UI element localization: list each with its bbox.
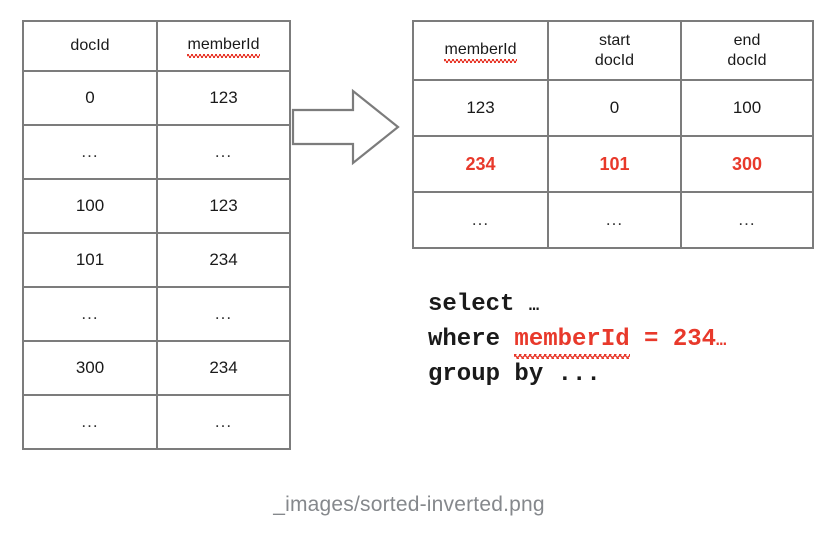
column-header-docid-label: docId [70,37,110,54]
cell-memberid: 123 [412,79,549,137]
table-row: 101 234 [22,232,291,288]
column-header-memberid-label: memberId [444,40,517,63]
cell-memberid: ... [156,124,291,180]
cell-docid: ... [22,286,158,342]
cell-end-docid: 300 [680,135,814,193]
sql-where-ellipsis: … [716,332,727,351]
sql-query-snippet: select … where memberId = 234… group by … [428,288,726,391]
column-header-memberid: memberId [412,20,549,81]
sql-predicate-field: memberId [514,323,630,359]
cell-memberid: 234 [156,232,291,288]
cell-memberid: 234 [156,340,291,396]
sql-keyword-where: where [428,326,501,353]
cell-start-docid: 101 [547,135,682,193]
cell-docid: ... [22,394,158,450]
cell-memberid: 123 [156,70,291,126]
table-row: ... ... [22,394,291,450]
table-row: 123 0 100 [412,79,814,137]
index-table-body: memberId start docId end docId 123 0 100… [412,20,814,249]
table-row: ... ... ... [412,191,814,249]
cell-start-docid: ... [547,191,682,249]
source-table: docId memberId 0 123 ... ... 100 123 101… [22,20,291,450]
source-table-body: docId memberId 0 123 ... ... 100 123 101… [22,20,291,450]
table-row: ... ... [22,124,291,180]
table-row: ... ... [22,286,291,342]
cell-memberid: ... [412,191,549,249]
arrow-right-icon [291,88,400,166]
cell-docid: 0 [22,70,158,126]
cell-docid: ... [22,124,158,180]
table-row: 100 123 [22,178,291,234]
table-header-row: docId memberId [22,20,291,72]
sql-line-group-by: group by ... [428,361,601,388]
cell-memberid: ... [156,394,291,450]
table-row: 0 123 [22,70,291,126]
cell-memberid: 123 [156,178,291,234]
cell-docid: 101 [22,232,158,288]
sql-line-where: where memberId = 234… [428,323,727,359]
sql-keyword-select: select [428,291,515,318]
table-row-highlighted: 234 101 300 [412,135,814,193]
table-row: 300 234 [22,340,291,396]
cell-end-docid: 100 [680,79,814,137]
sql-line-select: select … [428,288,726,323]
column-header-memberid-label: memberId [187,35,260,58]
column-header-start-docid-line1: start [598,31,631,49]
column-header-docid: docId [22,20,158,72]
transform-arrow [291,88,401,166]
cell-docid: 300 [22,340,158,396]
column-header-end-docid: end docId [680,20,814,81]
column-header-start-docid: start docId [547,20,682,81]
cell-start-docid: 0 [547,79,682,137]
cell-memberid: 234 [412,135,549,193]
column-header-memberid: memberId [156,20,291,72]
table-header-row: memberId start docId end docId [412,20,814,81]
index-table: memberId start docId end docId 123 0 100… [412,20,814,249]
column-header-end-docid-line1: end [733,31,761,49]
sql-select-ellipsis: … [528,297,540,316]
cell-memberid: ... [156,286,291,342]
column-header-end-docid-line2: docId [727,51,767,69]
column-header-start-docid-line2: docId [594,51,635,69]
image-path-caption: _images/sorted-inverted.png [273,493,545,516]
cell-docid: 100 [22,178,158,234]
cell-end-docid: ... [680,191,814,249]
sql-predicate-value: = 234 [629,326,717,353]
